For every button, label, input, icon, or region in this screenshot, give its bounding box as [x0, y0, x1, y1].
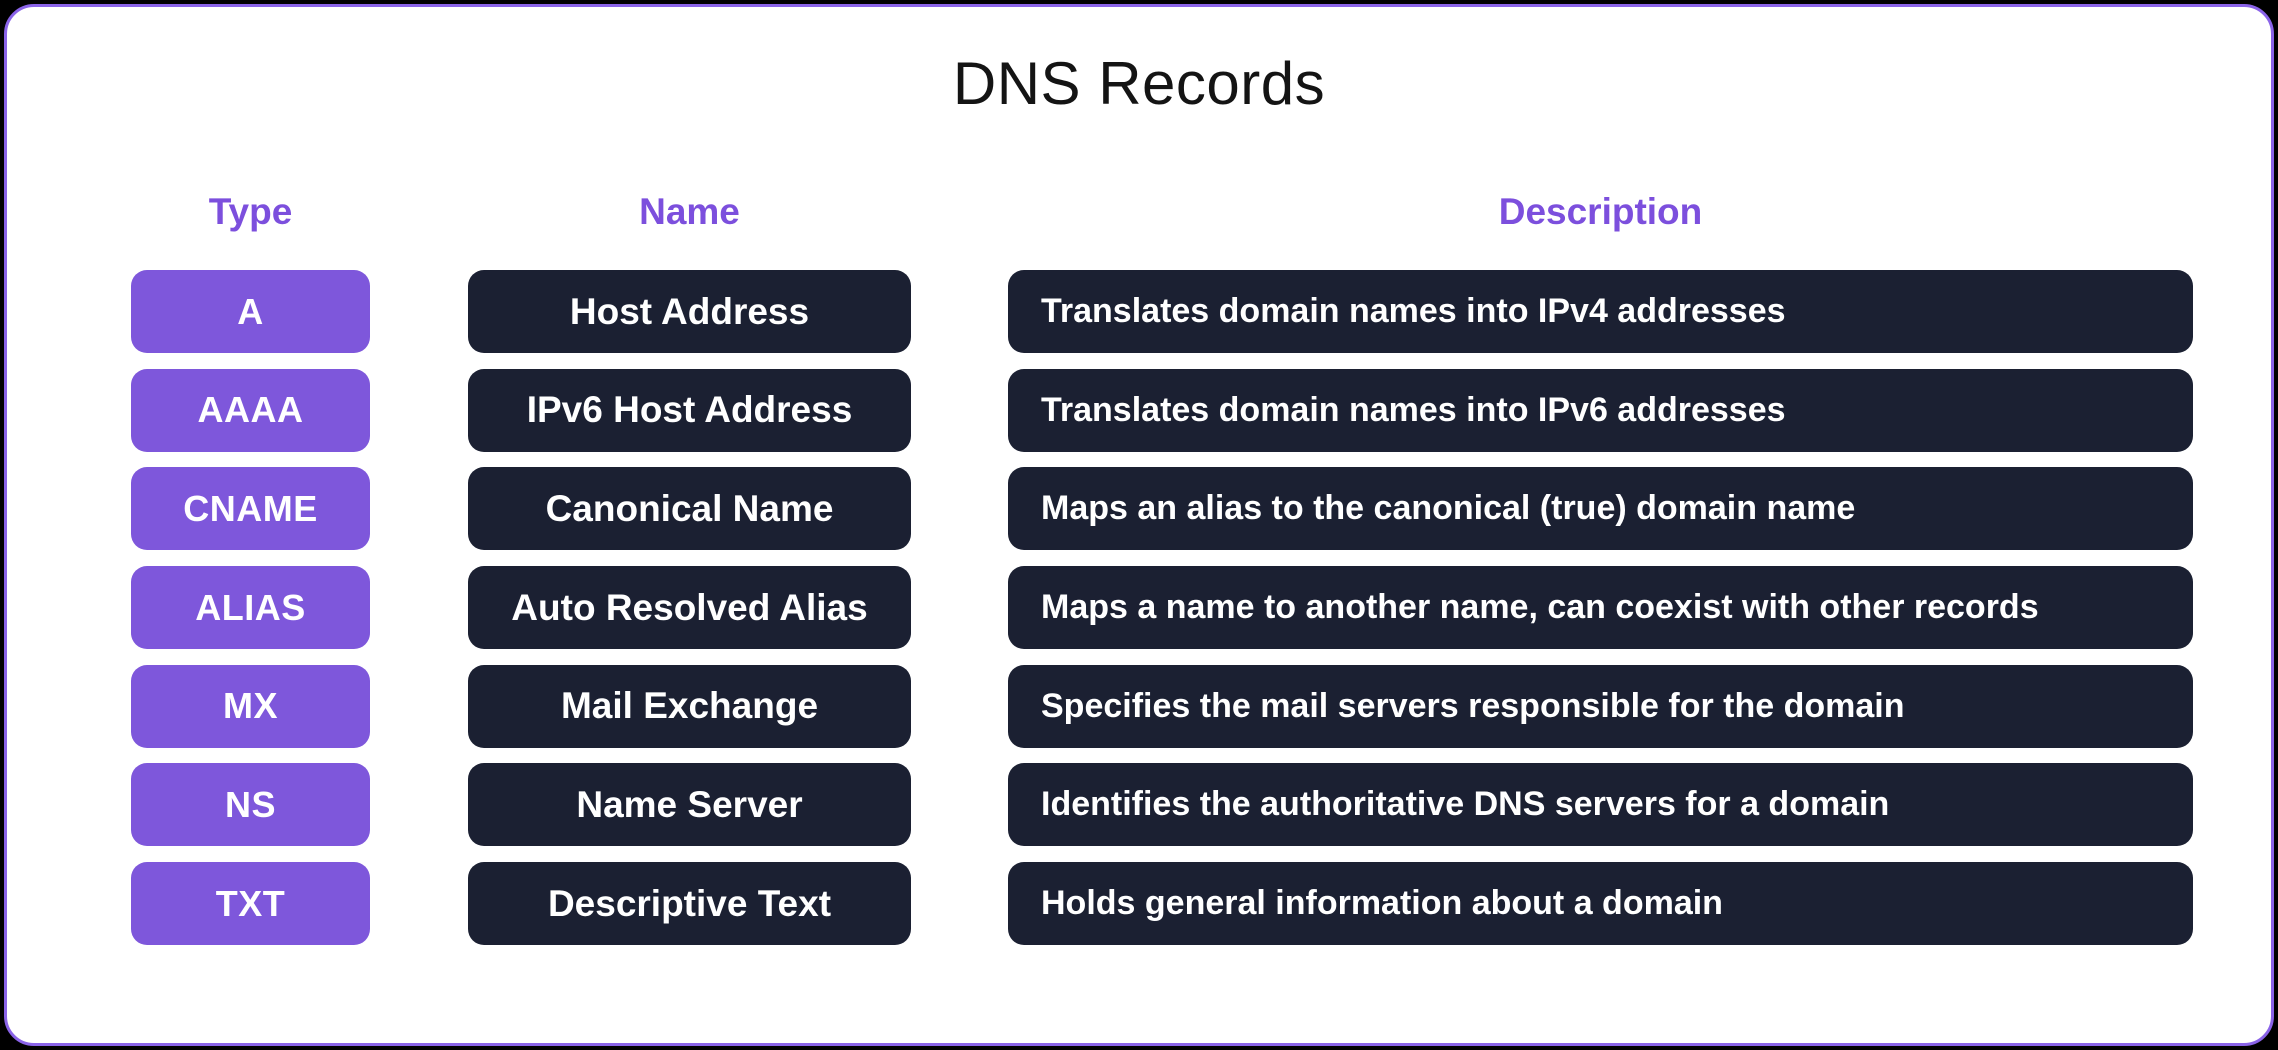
name-box: Canonical Name: [468, 467, 911, 551]
table-row: A Host Address Translates domain names i…: [131, 270, 2193, 353]
description-box: Translates domain names into IPv4 addres…: [1008, 270, 2193, 353]
column-header-description: Description: [1498, 191, 1703, 232]
column-header-name: Name: [639, 191, 740, 232]
table-row: CNAME Canonical Name Maps an alias to th…: [131, 467, 2193, 551]
table-row: MX Mail Exchange Specifies the mail serv…: [131, 664, 2193, 748]
description-box: Maps an alias to the canonical (true) do…: [1008, 467, 2193, 551]
type-badge: TXT: [131, 862, 370, 946]
description-box: Holds general information about a domain: [1008, 862, 2193, 946]
table-row: AAAA IPv6 Host Address Translates domain…: [131, 368, 2193, 452]
name-box: Auto Resolved Alias: [468, 566, 911, 650]
column-header-type: Type: [208, 191, 293, 232]
type-badge: AAAA: [131, 368, 370, 452]
records-table: A Host Address Translates domain names i…: [131, 270, 2193, 946]
type-badge: ALIAS: [131, 566, 370, 650]
type-badge: MX: [131, 664, 370, 748]
name-box: Host Address: [468, 270, 911, 353]
type-badge: CNAME: [131, 467, 370, 551]
name-box: Mail Exchange: [468, 664, 911, 748]
description-box: Identifies the authoritative DNS servers…: [1008, 763, 2193, 847]
description-box: Specifies the mail servers responsible f…: [1008, 664, 2193, 748]
type-badge: A: [131, 270, 370, 353]
description-box: Translates domain names into IPv6 addres…: [1008, 368, 2193, 452]
table-row: ALIAS Auto Resolved Alias Maps a name to…: [131, 566, 2193, 650]
description-box: Maps a name to another name, can coexist…: [1008, 566, 2193, 650]
name-box: IPv6 Host Address: [468, 368, 911, 452]
name-box: Name Server: [468, 763, 911, 847]
type-badge: NS: [131, 763, 370, 847]
table-row: TXT Descriptive Text Holds general infor…: [131, 862, 2193, 946]
page-title: DNS Records: [952, 50, 1326, 117]
name-box: Descriptive Text: [468, 862, 911, 946]
table-row: NS Name Server Identifies the authoritat…: [131, 763, 2193, 847]
